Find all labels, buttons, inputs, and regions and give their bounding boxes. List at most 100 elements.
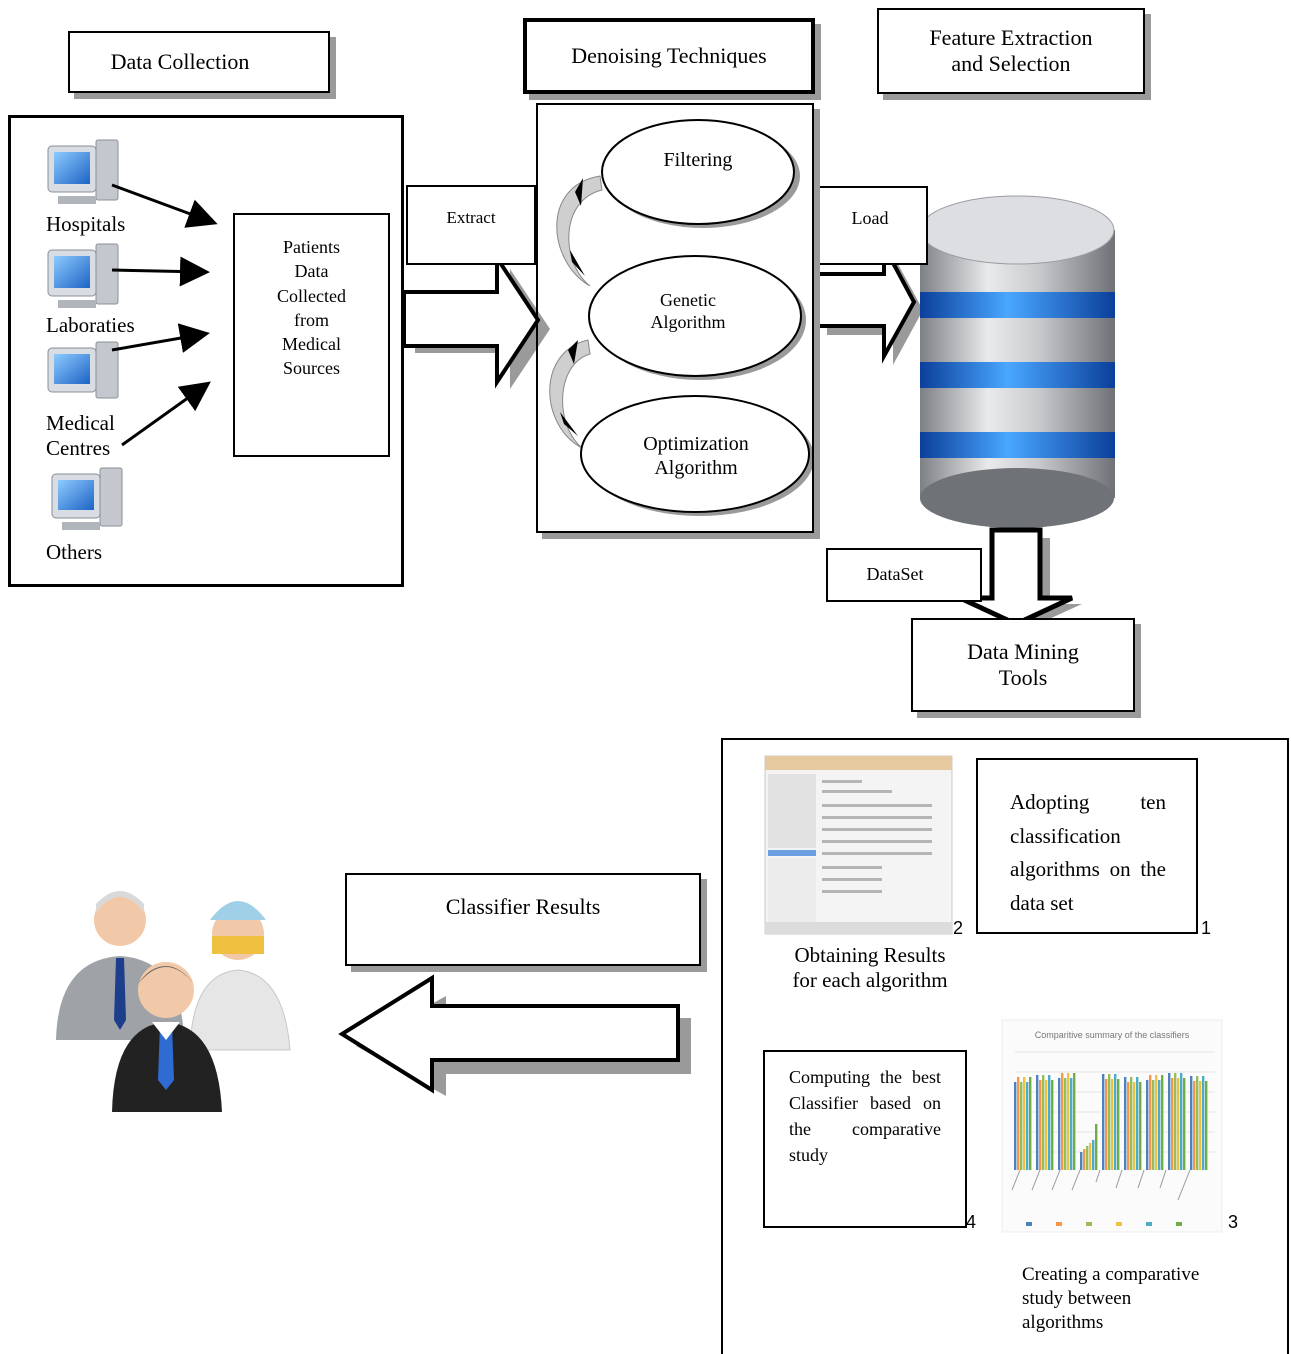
thumbnail-bar (1083, 1149, 1086, 1170)
thumbnail-bar (1139, 1082, 1142, 1170)
dataset-arrow (958, 527, 1074, 627)
thumbnail-bar (1155, 1075, 1158, 1170)
thumbnail-bar (1086, 1146, 1089, 1170)
patients-data-text: Patients Data Collected from Medical Sou… (277, 237, 346, 379)
method-filtering: Filtering (663, 149, 733, 171)
data-collection-header: Data Collection (68, 31, 330, 93)
thumbnail-bar (1026, 1082, 1029, 1170)
denoising-title: Denoising Techniques (571, 42, 767, 68)
extract-label-box: Extract (406, 185, 536, 265)
thumbnail-bar (1073, 1073, 1076, 1170)
thumbnail-bar (1058, 1078, 1061, 1170)
thumbnail-bar (1168, 1073, 1171, 1170)
step4-box: Computing the best Classifier based on t… (763, 1050, 967, 1228)
extract-arrow (402, 251, 541, 389)
thumbnail-bar (1117, 1079, 1120, 1170)
data-collection-panel (8, 115, 404, 587)
load-label: Load (851, 208, 889, 229)
thumbnail-bar (1133, 1082, 1136, 1170)
doctors-group-icon (56, 891, 291, 1112)
thumbnail-bar (1205, 1081, 1208, 1170)
extract-label: Extract (446, 207, 496, 227)
classifier-results-arrow (338, 974, 680, 1094)
source-others: Others (46, 540, 102, 564)
thumbnail-bar (1017, 1077, 1020, 1170)
load-arrow (814, 245, 917, 364)
thumbnail-bar (1171, 1078, 1174, 1170)
thumbnail-bar (1089, 1143, 1092, 1170)
source-hospitals: Hospitals (46, 212, 126, 236)
denoising-header: Denoising Techniques (523, 18, 815, 94)
source-medical-centres: Medical Centres (46, 411, 115, 461)
feature-extraction-header: Feature Extraction and Selection (877, 8, 1145, 94)
step1-text: Adopting ten classification algorithms o… (1010, 790, 1166, 915)
thumbnail-bar (1196, 1076, 1199, 1170)
computer-icon-laboratories (47, 243, 119, 308)
computer-icon-others (51, 467, 123, 530)
thumbnail-bar (1070, 1078, 1073, 1170)
step3-caption: Creating a comparative study between alg… (1022, 1264, 1200, 1333)
data-mining-tools-box: Data Mining Tools (911, 618, 1135, 712)
dataset-label-box: DataSet (826, 548, 982, 602)
thumbnail-bar (1014, 1082, 1017, 1170)
thumbnail-bar (1023, 1077, 1026, 1170)
thumbnail-bar (1193, 1081, 1196, 1170)
thumbnail-bar (1161, 1075, 1164, 1170)
thumbnail-bar (1042, 1075, 1045, 1170)
thumbnail-bar (1045, 1080, 1048, 1170)
data-collection-title: Data Collection (110, 48, 250, 74)
thumbnail-bar (1199, 1081, 1202, 1170)
method-optimization-algorithm: Optimization Algorithm (643, 433, 749, 479)
data-mining-tools-label: Data Mining Tools (967, 638, 1079, 690)
step4-number: 4 (966, 1212, 977, 1232)
thumbnail-bar (1092, 1140, 1095, 1170)
thumbnail-bar (1051, 1080, 1054, 1170)
thumbnail-bar (1183, 1078, 1186, 1170)
thumbnail-bar (1095, 1124, 1098, 1170)
classifier-results-box: Classifier Results (345, 873, 701, 966)
thumbnail-bar (1202, 1076, 1205, 1170)
thumbnail-bar (1180, 1073, 1183, 1170)
results-window-thumbnail (764, 755, 953, 935)
patients-data-box: Patients Data Collected from Medical Sou… (233, 213, 390, 457)
dataset-label: DataSet (866, 564, 924, 585)
step1-number: 1 (1201, 918, 1212, 938)
step2-caption: Obtaining Results for each algorithm (792, 942, 948, 992)
feature-extraction-title: Feature Extraction and Selection (929, 24, 1093, 76)
database-icon (919, 195, 1115, 528)
thumbnail-bar (1080, 1152, 1083, 1170)
thumbnail-bar (1158, 1080, 1161, 1170)
load-label-box: Load (812, 186, 928, 265)
step2-number: 2 (953, 918, 964, 938)
source-laboratories: Laboraties (46, 313, 135, 337)
denoising-panel (536, 103, 814, 533)
evaluation-panel (721, 738, 1289, 1354)
thumbnail-bar (1102, 1074, 1105, 1170)
computer-icon-hospitals (47, 139, 119, 204)
thumbnail-bar (1020, 1082, 1023, 1170)
curved-connector-icons (549, 175, 603, 449)
thumbnail-bar (1177, 1078, 1180, 1170)
thumbnail-bar (1108, 1074, 1111, 1170)
thumbnail-bar (1067, 1073, 1070, 1170)
thumbnail-bar (1039, 1080, 1042, 1170)
thumbnail-bar (1061, 1073, 1064, 1170)
thumbnail-bar (1036, 1075, 1039, 1170)
source-arrows (111, 183, 218, 447)
thumbnail-bar (1124, 1077, 1127, 1170)
method-genetic-algorithm: Genetic Algorithm (650, 290, 726, 332)
classifier-results-label: Classifier Results (445, 893, 601, 919)
thumbnail-bar (1146, 1080, 1149, 1170)
thumbnail-bar (1111, 1079, 1114, 1170)
thumbnail-bar (1149, 1075, 1152, 1170)
thumbnail-bar (1136, 1077, 1139, 1170)
thumbnail-bar (1127, 1082, 1130, 1170)
step4-text: Computing the best Classifier based on t… (789, 1067, 941, 1166)
thumbnail-bar (1130, 1077, 1133, 1170)
thumbnail-bar (1152, 1080, 1155, 1170)
thumbnail-bar (1114, 1074, 1117, 1170)
thumbnail-bar (1029, 1077, 1032, 1170)
computer-icon-medical-centres (47, 341, 119, 399)
